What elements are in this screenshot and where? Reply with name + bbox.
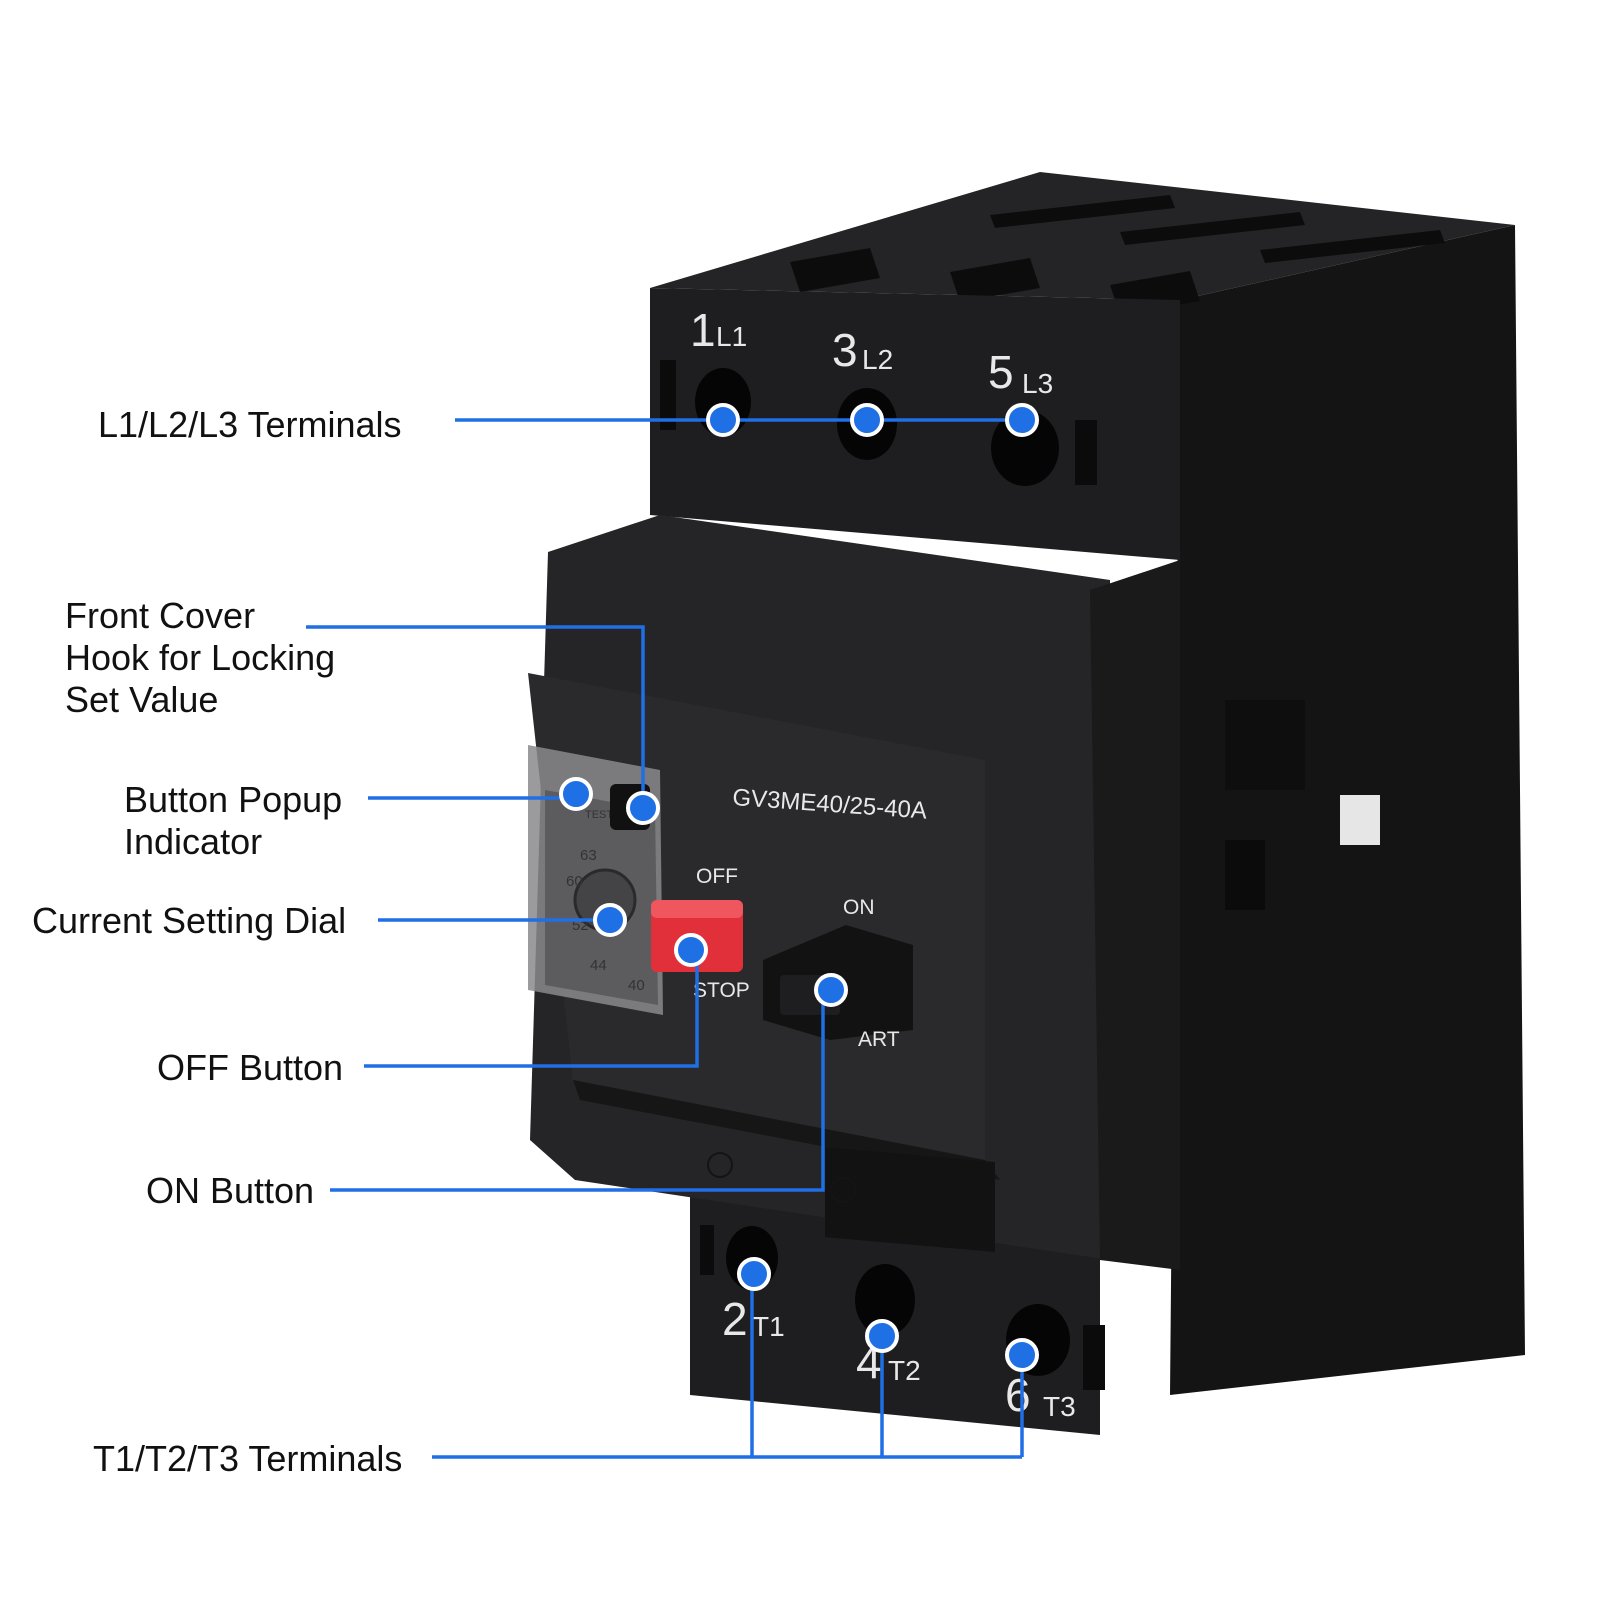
housing-center-shade (1090, 560, 1180, 1270)
callout-cover-hook-line1: Front Cover (65, 595, 255, 636)
marker-t3 (1005, 1338, 1039, 1372)
marker-on-button (814, 973, 848, 1007)
side-rail-notch (1225, 840, 1265, 910)
callout-load-terminals: T1/T2/T3 Terminals (93, 1438, 402, 1479)
terminal-clip (700, 1225, 714, 1275)
callout-setting-dial: Current Setting Dial (32, 900, 346, 941)
off-label: OFF (696, 865, 738, 888)
marker-popup-indicator (559, 777, 593, 811)
top-terminal-markings: 1 L1 3 L2 5 L3 (690, 304, 1053, 399)
terminal-name-l1: L1 (716, 321, 747, 352)
terminal-number-3: 3 (832, 324, 858, 376)
terminal-name-l2: L2 (862, 344, 893, 375)
screw-hole (707, 1152, 733, 1178)
callout-line-terminals: L1/L2/L3 Terminals (98, 404, 402, 445)
screw-hole (830, 1177, 856, 1203)
terminal-name-t1: T1 (752, 1311, 785, 1342)
callout-cover-hook-line3: Set Value (65, 679, 218, 720)
marker-l1 (706, 403, 740, 437)
stop-label: STOP (693, 979, 750, 1002)
callout-dots (559, 403, 1039, 1372)
terminal-clip (660, 360, 676, 430)
motor-circuit-breaker: TEST 63 60 52 44 40 GV3ME40/25-40A OFF S… (528, 172, 1525, 1435)
side-rail-notch (1225, 700, 1305, 790)
callout-cover-hook-line2: Hook for Locking (65, 637, 335, 678)
terminal-number-2: 2 (722, 1293, 748, 1345)
label-window (825, 1147, 995, 1253)
terminal-name-l3: L3 (1022, 368, 1053, 399)
marker-l2 (850, 403, 884, 437)
dial-scale-40: 40 (628, 977, 645, 994)
top-vents (790, 195, 1445, 315)
off-button-highlight (651, 900, 743, 918)
leader-line-off (364, 950, 699, 1068)
terminal-clip (1083, 1325, 1105, 1390)
terminal-number-5: 5 (988, 346, 1014, 398)
terminal-number-1: 1 (690, 304, 716, 356)
terminal-number-6: 6 (1005, 1369, 1031, 1421)
leader-line-cover-hook (306, 625, 645, 808)
terminal-name-t3: T3 (1043, 1391, 1076, 1422)
terminal-name-t2: T2 (888, 1355, 921, 1386)
bottom-terminal-markings: 2 T1 4 T2 6 T3 (722, 1293, 1076, 1422)
start-label: ART (858, 1028, 900, 1051)
marker-off-button (674, 933, 708, 967)
on-label: ON (843, 896, 875, 919)
marker-l3 (1005, 403, 1039, 437)
callout-off-button: OFF Button (157, 1047, 343, 1088)
callout-labels: L1/L2/L3 Terminals Front Cover Hook for … (32, 404, 402, 1479)
callout-on-button: ON Button (146, 1170, 314, 1211)
marker-cover-hook (626, 791, 660, 825)
dial-scale-60: 60 (566, 873, 583, 890)
marker-t2 (865, 1319, 899, 1353)
terminal-hole-t2 (855, 1264, 915, 1336)
marker-setting-dial (593, 903, 627, 937)
marker-t1 (737, 1257, 771, 1291)
leader-line-on (330, 990, 825, 1192)
terminal-clip (1075, 420, 1097, 485)
callout-popup-line1: Button Popup (124, 779, 342, 820)
test-label: TEST (585, 809, 613, 821)
callout-popup-line2: Indicator (124, 821, 262, 862)
housing-upper-front (650, 288, 1180, 560)
dial-scale-44: 44 (590, 957, 607, 974)
dial-scale-63: 63 (580, 847, 597, 864)
side-rail-slot (1340, 795, 1380, 845)
